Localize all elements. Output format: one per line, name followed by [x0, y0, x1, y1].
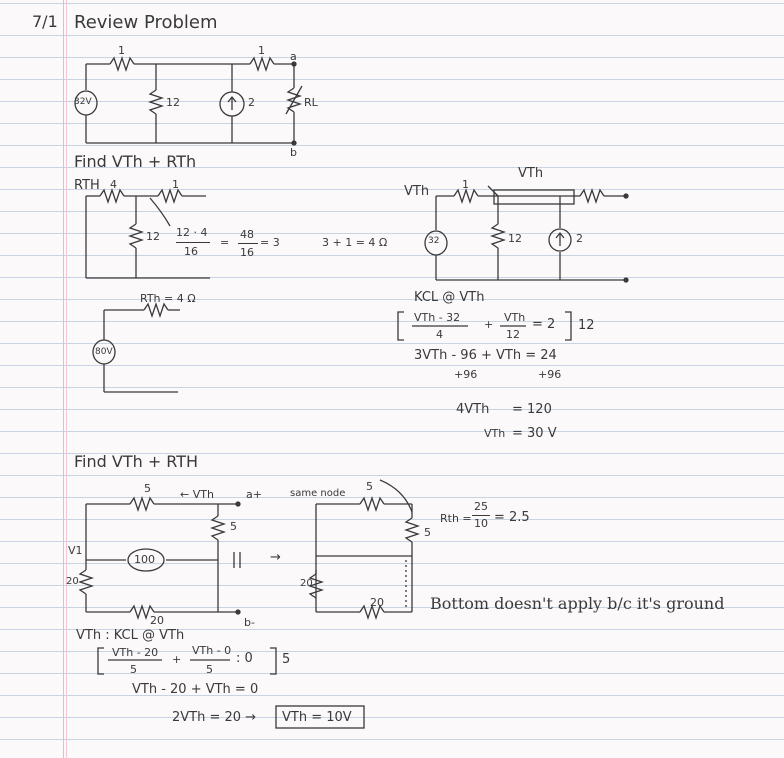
- kcl1-plus: +: [484, 318, 494, 331]
- s3-eq-r-bottom-label: 20: [370, 596, 384, 609]
- s3-r-left-label: 20: [66, 576, 79, 587]
- page-title: Review Problem: [74, 12, 218, 33]
- kcl1-t1-num: VTh - 32: [414, 311, 461, 324]
- equiv-r-label: RTh = 4 Ω: [140, 292, 196, 305]
- c1-source-i: 2: [248, 96, 255, 109]
- calc-eq-sign: =: [220, 236, 230, 249]
- kcl2-step1: VTh - 20 + VTh = 0: [132, 682, 259, 697]
- vth-r12-label: 12: [508, 232, 522, 245]
- kcl1-step2-l: 4VTh: [456, 402, 490, 417]
- vth-r1-label: 1: [462, 178, 469, 191]
- vth-top-label: VTh: [518, 166, 544, 181]
- calc-eq-result: = 3: [260, 236, 280, 249]
- calc-frac-num: 12 · 4: [176, 226, 208, 239]
- c1-r-right-label: 1: [258, 44, 265, 57]
- calc-frac-bar: [176, 242, 210, 243]
- equiv-v-label: 80V: [95, 347, 113, 357]
- c1-node-b: b: [290, 146, 297, 159]
- c1-load-label: RL: [304, 96, 318, 109]
- section1-heading: Find VTh + RTh: [74, 152, 197, 171]
- s3-eq-r-label: 5: [366, 480, 373, 493]
- kcl1-step1-add-l: +96: [454, 368, 478, 381]
- kcl2-t1-den: 5: [130, 663, 137, 676]
- vth-src-v: 32: [428, 236, 440, 246]
- kcl1-step3-r: = 30 V: [512, 426, 557, 441]
- kcl1-step1-add-r: +96: [538, 368, 562, 381]
- kcl1-step2-r: = 120: [512, 402, 552, 417]
- s3-same-node: same node: [290, 488, 346, 499]
- kcl2-t2-num: VTh - 0: [192, 644, 232, 657]
- s3-node-a: a+: [246, 488, 262, 501]
- s3-rth-bar: [472, 515, 490, 516]
- calc-eq-bar: [238, 243, 258, 244]
- rth-r12-label: 12: [146, 230, 160, 243]
- kcl1-step3-l: VTh: [484, 427, 506, 440]
- s3-rth-den: 10: [474, 517, 488, 530]
- calc-frac-den: 16: [184, 245, 198, 258]
- kcl2-t1-num: VTh - 20: [112, 646, 159, 659]
- s3-rth-result: = 2.5: [494, 510, 530, 525]
- s3-r-mid-label: 5: [230, 520, 237, 533]
- s3-note: Bottom doesn't apply b/c it's ground: [430, 594, 725, 613]
- kcl2-answer: VTh = 10V: [282, 710, 352, 725]
- c1-r-top-label: 1: [118, 44, 125, 57]
- vth-src-i: 2: [576, 232, 583, 245]
- rth-r1-label: 4: [110, 178, 117, 191]
- kcl2-rhs: : 0: [236, 651, 253, 666]
- c1-source-v: 32V: [74, 97, 92, 107]
- s3-r-top-label: 5: [144, 482, 151, 495]
- s3-source-label: 100: [134, 553, 155, 566]
- margin-line-2: [66, 0, 67, 758]
- kcl1-t2-den: 12: [506, 328, 520, 341]
- rth-r2-label: 1: [172, 178, 179, 191]
- margin-line: [63, 0, 64, 758]
- kcl1-t2-num: VTh: [504, 311, 526, 324]
- s3-arrow-label: ← VTh: [180, 488, 214, 501]
- c1-r12-label: 12: [166, 96, 180, 109]
- s3-eq-r-left-label: 20: [300, 578, 313, 589]
- section3-heading: Find VTh + RTH: [74, 452, 199, 471]
- s3-eq-r-side-label: 5: [424, 526, 431, 539]
- vth-label: VTh: [404, 184, 430, 199]
- kcl1-mult: 12: [578, 318, 595, 333]
- kcl2-plus: +: [172, 653, 182, 666]
- kcl1-step1: 3VTh - 96 + VTh = 24: [414, 348, 557, 363]
- rth-label: RTH: [74, 178, 100, 193]
- kcl2-mult: 5: [282, 652, 291, 667]
- calc-eq-num: 48: [240, 228, 254, 241]
- s3-rth-label: Rth =: [440, 512, 472, 525]
- kcl2-step2: 2VTh = 20 →: [172, 710, 257, 725]
- c1-node-a: a: [290, 50, 297, 63]
- calc-eq-den: 16: [240, 246, 254, 259]
- kcl2-t2-den: 5: [206, 663, 213, 676]
- kcl1-heading: KCL @ VTh: [414, 290, 485, 305]
- s3-node-b: b-: [244, 616, 255, 629]
- kcl1-rhs: = 2: [532, 317, 556, 332]
- kcl1-t1-den: 4: [436, 328, 443, 341]
- s3-v1-label: V1: [68, 544, 83, 557]
- date: 7/1: [32, 12, 58, 31]
- calc-sum: 3 + 1 = 4 Ω: [322, 236, 388, 249]
- kcl2-heading: VTh : KCL @ VTh: [76, 628, 185, 643]
- s3-arrow: →: [270, 550, 281, 565]
- s3-r-bottom-label: 20: [150, 614, 164, 627]
- s3-rth-num: 25: [474, 500, 488, 513]
